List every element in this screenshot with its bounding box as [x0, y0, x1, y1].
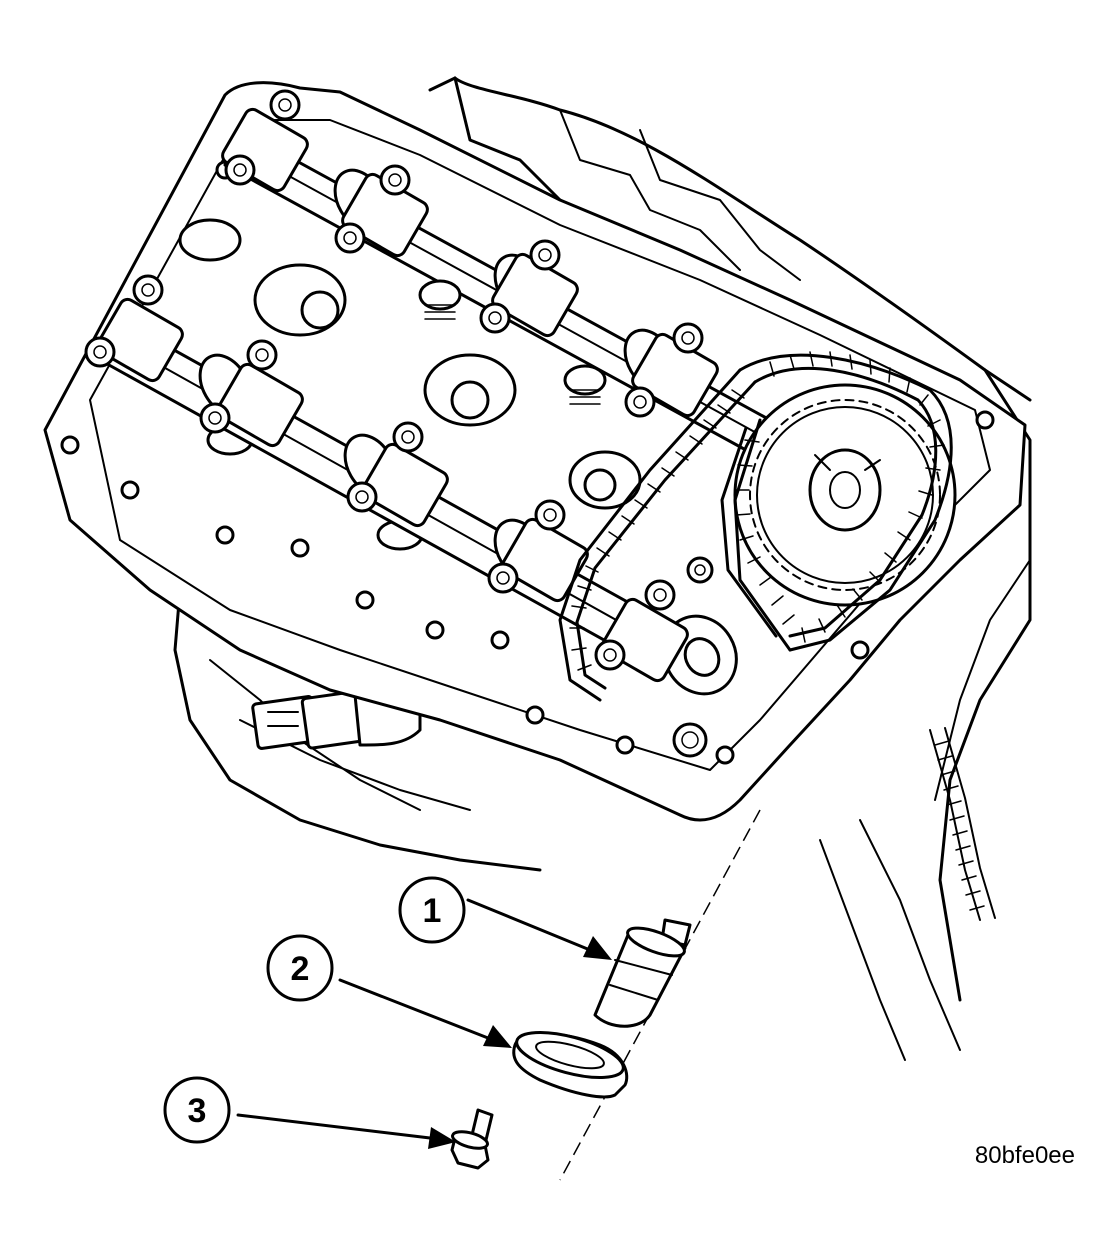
leader-2 [338, 978, 512, 1048]
cap [221, 89, 309, 193]
head-ports [178, 218, 642, 551]
bearing-caps [84, 89, 719, 683]
part-1-hydraulic-lash-adjuster [593, 918, 692, 1028]
cap [479, 239, 579, 338]
timing-chain [558, 351, 953, 702]
cap [334, 164, 429, 258]
cap [199, 339, 304, 448]
callout-2-number: 2 [291, 950, 310, 988]
leader-1 [466, 898, 612, 960]
figure-code: 80bfe0ee [975, 1142, 1075, 1169]
cam-sprocket [733, 383, 957, 607]
callout-3: 3 [163, 1076, 231, 1144]
cap [594, 579, 689, 683]
callout-leaders [236, 898, 612, 1149]
callout-3-number: 3 [188, 1092, 207, 1130]
part-2-retainer [512, 1031, 629, 1099]
cap [84, 274, 184, 383]
callout-2: 2 [266, 934, 334, 1002]
cap [346, 421, 449, 528]
chain-links-right [934, 740, 985, 911]
part-3-bolt [450, 1108, 494, 1170]
cap [487, 499, 589, 603]
chain-links [569, 351, 945, 671]
callout-1: 1 [398, 876, 466, 944]
valve-springs [418, 279, 708, 758]
leader-3 [236, 1113, 456, 1149]
cap [624, 322, 719, 418]
perimeter-holes [60, 160, 995, 765]
callout-1-number: 1 [423, 892, 442, 930]
